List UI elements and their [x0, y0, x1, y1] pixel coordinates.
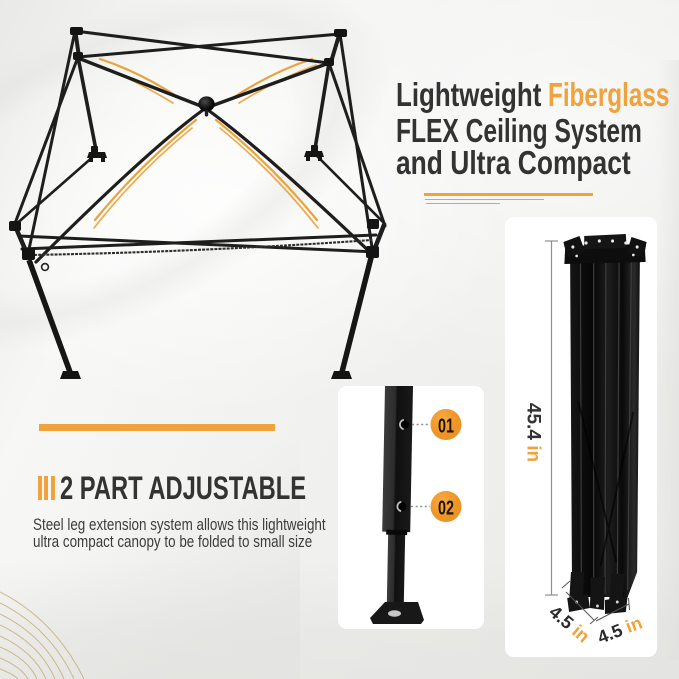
svg-text:02: 02	[438, 498, 454, 520]
svg-text:01: 01	[438, 416, 454, 438]
